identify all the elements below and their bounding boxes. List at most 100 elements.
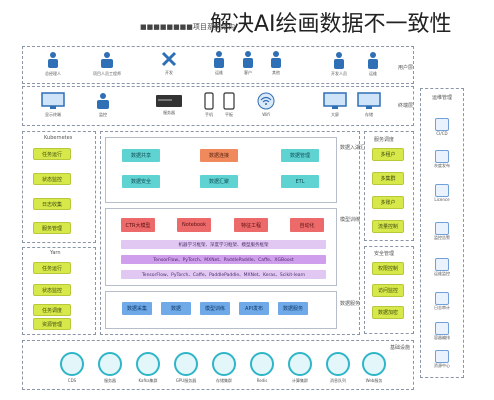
infra-item-5: 存储集群	[210, 352, 238, 384]
right-top-title: 服务调度	[374, 137, 395, 143]
far-right-item-6: 日志审计	[426, 292, 458, 311]
user-icon-3: 开发	[156, 50, 182, 76]
right-top-panel	[364, 131, 414, 241]
infra-label-3: Kafka集群	[138, 378, 158, 383]
left-bottom-panel	[22, 247, 96, 335]
audit-icon	[435, 292, 449, 305]
infra-label-1: CDS	[67, 378, 77, 383]
user-icon-6: 其他	[263, 50, 289, 76]
bottom-infra-panel	[22, 340, 414, 390]
far-right-title: 运维管理	[432, 95, 453, 101]
user-icon-2: 项目人员工程师	[90, 51, 124, 77]
far-right-item-4: 监控告警	[426, 222, 458, 241]
far-right-item-3-label: Licence	[434, 197, 450, 202]
monitor-icon-1: 显示终端	[38, 92, 68, 118]
infra-item-8: 消息队列	[324, 352, 352, 384]
center-mid-title: 模型训练	[340, 217, 361, 223]
redis-icon	[250, 352, 274, 376]
center-mid-bar-2: TensorFlow、PyTorch、MXNet、PaddlePaddle、Ca…	[121, 255, 326, 264]
far-right-item-2: 灰度发布	[426, 150, 458, 169]
terminal-layer-frame	[22, 86, 414, 126]
left-top-item-4: 服务管理	[33, 222, 71, 234]
far-right-item-6-label: 日志审计	[434, 305, 450, 310]
cicd-icon	[435, 118, 449, 131]
center-bottom-item-2: 数据	[161, 302, 191, 315]
terminal-label-5: 平板	[225, 112, 233, 117]
user-layer-frame	[22, 46, 414, 84]
user-icon-7: 开发人员	[326, 51, 352, 77]
infra-item-9: Web服务	[360, 352, 388, 384]
infra-item-4: GPU服务器	[172, 352, 200, 384]
far-right-item-8: 资源中心	[426, 350, 458, 369]
right-bottom-item-2: 访问监控	[372, 284, 404, 297]
left-top-panel	[22, 131, 96, 243]
compute-icon	[288, 352, 312, 376]
page-title: 解决AI绘画数据不一致性	[210, 12, 452, 37]
left-bottom-item-1: 任务运行	[33, 262, 71, 274]
far-right-item-1: CI/CD	[426, 118, 458, 136]
far-right-item-5-label: 运维监控	[434, 271, 450, 276]
monitor-icon-3: 存储	[354, 92, 384, 118]
left-top-title: Kubernetes	[44, 135, 73, 141]
wifi-icon: Wifi	[254, 92, 278, 117]
licence-icon	[435, 184, 449, 197]
infra-label-8: 消息队列	[330, 378, 346, 383]
center-mid-item-1: CTR大模型	[121, 218, 155, 232]
terminal-label-3: 服务器	[163, 110, 175, 115]
user-label-6: 其他	[272, 70, 280, 75]
user-label-2: 项目人员工程师	[93, 71, 121, 76]
left-top-item-3: 日志收集	[33, 198, 71, 210]
release-icon	[435, 150, 449, 163]
left-bottom-item-4: 资源管理	[33, 318, 71, 330]
far-right-item-1-label: CI/CD	[436, 131, 448, 136]
center-frame	[100, 131, 360, 335]
right-top-item-4: 流量控制	[372, 220, 404, 233]
terminal-label-4: 手机	[205, 112, 213, 117]
resource-icon	[435, 350, 449, 363]
center-bottom-item-1: 数据采集	[122, 302, 152, 315]
terminal-label-2: 监控	[99, 112, 107, 117]
user-icon-1: 总经理人	[40, 51, 66, 77]
infra-label-9: Web服务	[365, 378, 383, 383]
user-label-5: 客户	[244, 70, 252, 75]
user-label-1: 总经理人	[45, 71, 61, 76]
right-bottom-item-3: 数据加密	[372, 306, 404, 319]
infra-item-3: Kafka集群	[134, 352, 162, 384]
left-bottom-title: Yarn	[50, 250, 61, 256]
center-top-item-3: 数据管理	[281, 149, 319, 162]
user-layer-label: 用户层	[398, 65, 414, 71]
user-label-8: 运维	[369, 71, 377, 76]
user-icon-5: 客户	[235, 50, 261, 76]
far-right-item-4-label: 监控告警	[434, 235, 450, 240]
right-bottom-title: 安全管理	[374, 251, 395, 257]
terminal-label-8: 存储	[365, 112, 373, 117]
right-bottom-item-1: 权限控制	[372, 262, 404, 275]
user-label-7: 开发人员	[331, 71, 347, 76]
left-bottom-item-3: 任务调度	[33, 304, 71, 316]
left-top-item-2: 状态监控	[33, 173, 71, 185]
center-mid-item-2: Notebook	[177, 218, 211, 232]
center-mid-item-4: 自动化	[290, 218, 324, 232]
server-node-icon	[98, 352, 122, 376]
gpu-icon	[174, 352, 198, 376]
terminal-label-1: 显示终端	[45, 112, 61, 117]
center-top-item-6: ETL	[281, 175, 319, 188]
diagram-subtitle: ■■■■■■■■项目系统架构	[140, 23, 235, 31]
monitor-icon-2: 大屏	[320, 92, 350, 118]
center-top-title: 数据入湖汇	[340, 145, 366, 151]
alert-icon	[435, 222, 449, 235]
infra-label-4: GPU服务器	[175, 378, 197, 383]
container-icon	[435, 322, 449, 335]
infra-label-5: 存储集群	[216, 378, 232, 383]
right-top-item-2: 多集群	[372, 172, 404, 185]
queue-icon	[326, 352, 350, 376]
infra-label-7: 计算集群	[292, 378, 308, 383]
center-mid-block	[105, 208, 337, 286]
cds-icon	[60, 352, 84, 376]
left-bottom-item-2: 状态监控	[33, 284, 71, 296]
user-label-4: 运维	[215, 70, 223, 75]
center-top-block	[105, 137, 337, 203]
center-bottom-item-4: API发布	[239, 302, 269, 315]
storage-icon	[212, 352, 236, 376]
far-right-item-7-label: 容器编排	[434, 335, 450, 340]
